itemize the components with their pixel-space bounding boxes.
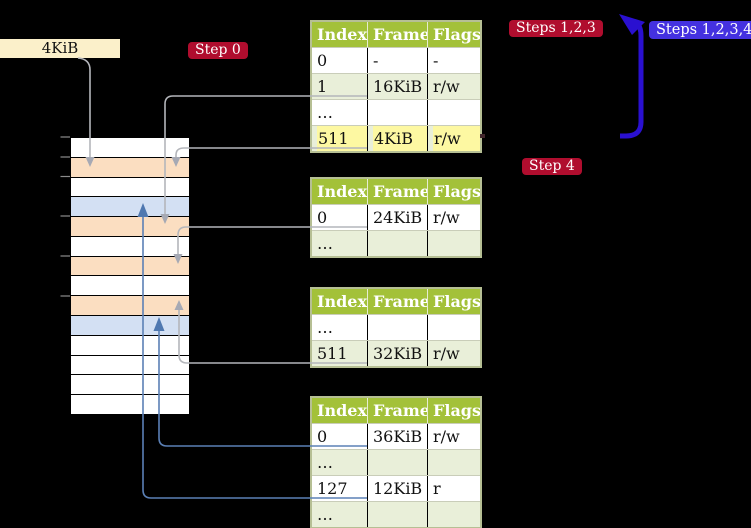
table-cell: … <box>312 100 368 125</box>
column-header: Index <box>312 398 368 423</box>
table-cell: 4KiB <box>368 126 428 151</box>
memory-row-white <box>71 276 189 297</box>
column-header: Index <box>312 179 368 204</box>
table-cell: r/w <box>433 344 460 363</box>
memory-row-blue <box>71 197 189 218</box>
steps-loop-arrow <box>619 14 645 139</box>
table-cell <box>368 315 428 340</box>
table-cell: 511 <box>312 341 368 366</box>
column-header: Flags <box>433 292 480 311</box>
table-cell: r <box>433 479 441 498</box>
table-cell: 36KiB <box>368 424 428 449</box>
table-cell: 0 <box>312 205 368 230</box>
column-header: Frame <box>368 289 428 314</box>
table-cell: r/w <box>433 77 460 96</box>
table-cell <box>428 450 480 475</box>
table-cell: … <box>312 450 368 475</box>
table-cell <box>368 450 428 475</box>
memory-row-orange <box>71 157 189 178</box>
table-cell: r/w <box>433 427 460 446</box>
table-cell: … <box>312 315 368 340</box>
column-header: Frame <box>368 398 428 423</box>
memory-row-white <box>71 375 189 396</box>
step4-badge: Step 4 <box>522 158 582 175</box>
table-row: 0-- <box>312 47 480 73</box>
memory-tick-marks <box>60 136 70 297</box>
steps1234-badge: Steps 1,2,3,4 <box>649 21 751 39</box>
column-header: Flags <box>433 401 480 420</box>
table-cell: 16KiB <box>368 74 428 99</box>
table-cell: 0 <box>312 424 368 449</box>
highlight-mark: 4KiB <box>373 126 427 151</box>
column-header: Frame <box>368 22 428 47</box>
table-row: … <box>312 501 480 527</box>
table-cell: 511 <box>312 126 368 151</box>
table-cell <box>428 231 480 256</box>
highlight-mark: r/w <box>433 126 480 151</box>
column-header: Frame <box>368 179 428 204</box>
table-row: … <box>312 449 480 475</box>
table-cell <box>368 231 428 256</box>
column-header: Index <box>312 22 368 47</box>
table-cell: 24KiB <box>368 205 428 230</box>
table-cell: 0 <box>312 48 368 73</box>
table-row: … <box>312 314 480 340</box>
table-cell <box>428 502 480 527</box>
table-cell: … <box>312 231 368 256</box>
memory-column <box>70 137 190 415</box>
highlight-mark: 511 <box>317 126 367 151</box>
table-row: … <box>312 230 480 256</box>
table-cell: 1 <box>312 74 368 99</box>
table-cell: r/w <box>428 126 480 151</box>
memory-row-blue <box>71 316 189 336</box>
table-cell: 127 <box>312 476 368 501</box>
table-cell <box>428 100 480 125</box>
column-header: Flags <box>433 25 480 44</box>
table-cell: - <box>433 51 439 70</box>
memory-row-orange <box>71 256 189 277</box>
column-header: Flags <box>433 182 480 201</box>
memory-row-white <box>71 177 189 198</box>
memory-row-orange <box>71 217 189 237</box>
table-cell: r/w <box>433 208 460 227</box>
steps123-badge: Steps 1,2,3 <box>509 20 603 37</box>
table-cell <box>428 315 480 340</box>
memory-row-white <box>71 138 189 158</box>
table-cell <box>368 502 428 527</box>
memory-row-white <box>71 395 189 414</box>
memory-row-white <box>71 355 189 376</box>
memory-row-white <box>71 236 189 257</box>
table-cell: 12KiB <box>368 476 428 501</box>
memory-row-orange <box>71 296 189 317</box>
memory-row-white <box>71 335 189 356</box>
page-size-label: 4KiB <box>0 39 120 58</box>
step0-badge: Step 0 <box>188 42 248 59</box>
table-cell: … <box>312 502 368 527</box>
table-cell: 32KiB <box>368 341 428 366</box>
table-cell: - <box>368 48 428 73</box>
column-header: Index <box>312 289 368 314</box>
table-cell <box>368 100 428 125</box>
table-row: … <box>312 99 480 125</box>
